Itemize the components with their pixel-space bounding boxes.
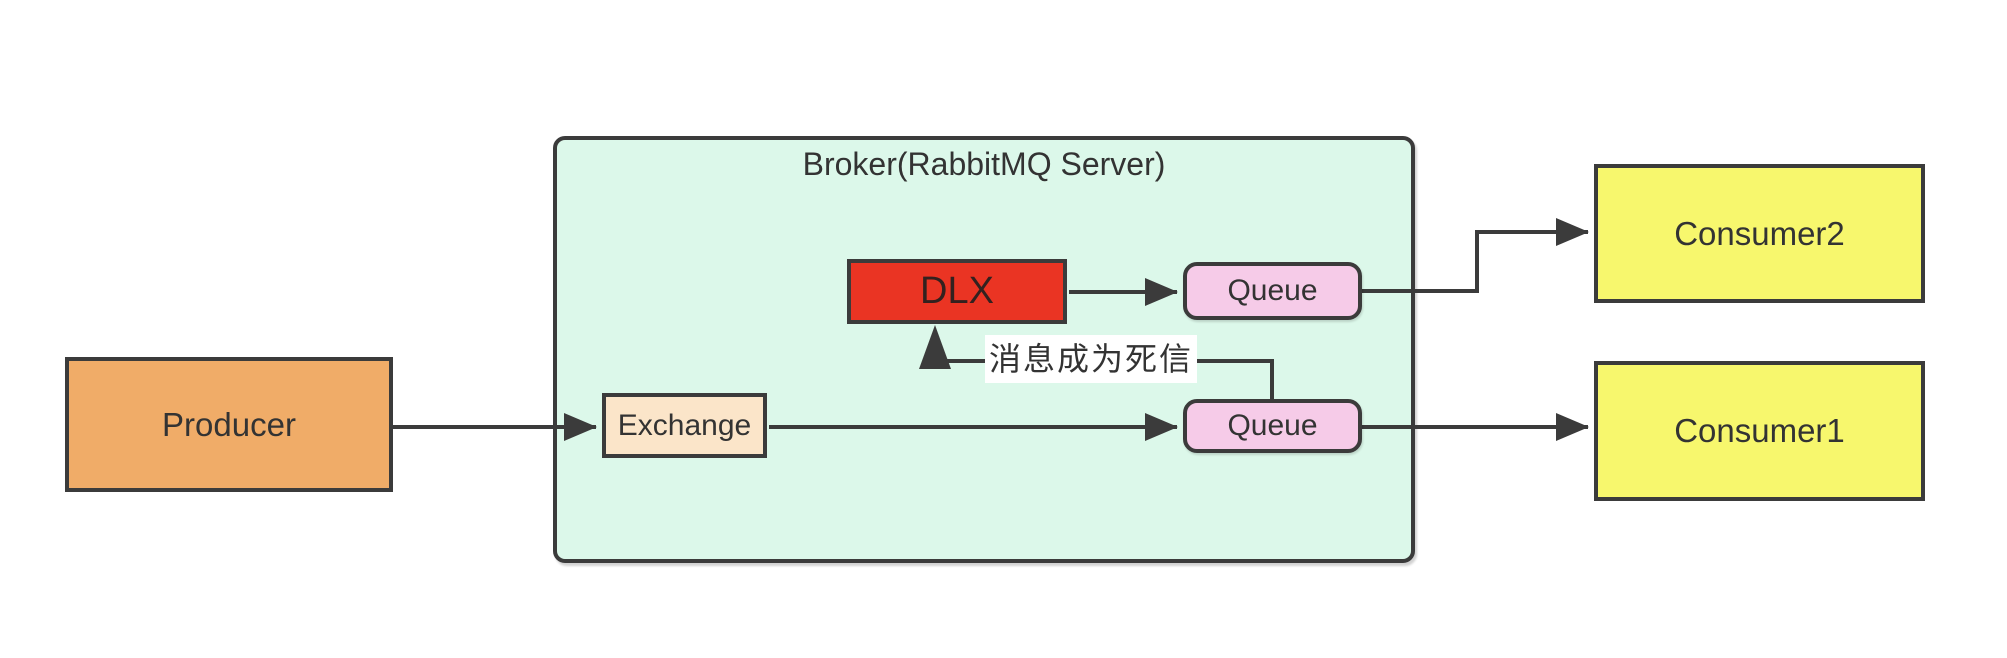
node-producer: Producer [65,357,393,492]
broker-title: Broker(RabbitMQ Server) [802,146,1166,182]
dead-letter-edge-label: 消息成为死信 [985,335,1198,383]
node-consumer1: Consumer1 [1594,361,1925,501]
node-consumer2: Consumer2 [1594,164,1925,303]
dead-letter-up-arrowhead-icon [919,325,951,369]
broker-container: Broker(RabbitMQ Server) [553,136,1415,563]
node-normal-queue: Queue [1183,399,1362,453]
edge-dead-letter-queue-to-consumer2 [1362,218,1589,293]
node-dlx: DLX [847,259,1067,324]
node-exchange: Exchange [602,393,767,458]
node-dead-letter-queue: Queue [1183,262,1362,320]
